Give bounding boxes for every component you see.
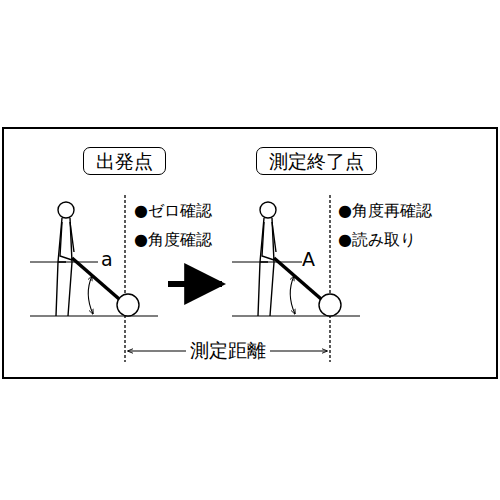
person-with-wheel xyxy=(30,202,158,316)
step-note: ●角度再確認 xyxy=(338,203,432,219)
frame xyxy=(3,128,497,378)
title-box: 測定終了点 xyxy=(256,147,377,175)
person-with-wheel xyxy=(232,202,360,316)
angle-label: A xyxy=(302,250,315,269)
progress-arrow xyxy=(168,281,222,287)
step-note: ●ゼロ確認 xyxy=(134,203,212,219)
title-text: 出発点 xyxy=(96,152,153,171)
step-note: ●読み取り xyxy=(338,232,416,248)
angle-label: a xyxy=(101,250,113,269)
title-text: 測定終了点 xyxy=(269,152,364,171)
step-note: ●角度確認 xyxy=(134,232,212,248)
title-box: 出発点 xyxy=(83,147,166,175)
boundary-lines xyxy=(125,195,330,362)
dimension-label: 測定距離 xyxy=(186,341,270,360)
